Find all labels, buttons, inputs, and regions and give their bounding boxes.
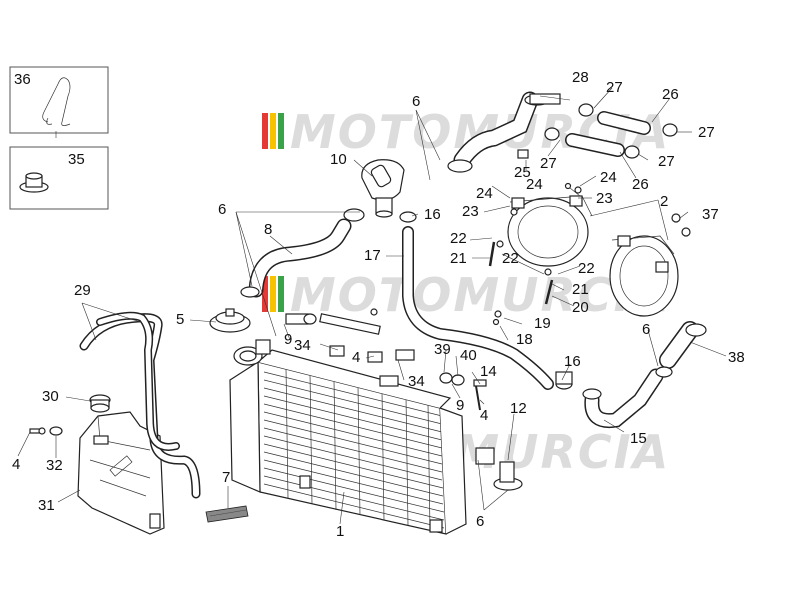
- callout-14: 14: [480, 363, 497, 380]
- callout-17: 17: [364, 247, 381, 264]
- callout-9: 9: [456, 397, 464, 414]
- callout-24: 24: [476, 185, 493, 202]
- callout-19: 19: [534, 315, 551, 332]
- hose-long: [402, 226, 554, 390]
- callout-20: 20: [572, 299, 589, 316]
- callout-34: 34: [294, 337, 311, 354]
- radiator: [229, 339, 467, 535]
- callout-numbers: 1 2 4 4 4 5 6 6 6 6 7 8 9 9 10 12 14 15 …: [12, 69, 745, 540]
- callout-1: 1: [336, 523, 344, 540]
- foam-pad: [205, 505, 249, 523]
- watermark-text: MOTOMURCIA: [290, 268, 670, 322]
- overflow-hose: [79, 311, 201, 499]
- callout-6: 6: [642, 321, 650, 338]
- lower-pipe: [582, 368, 664, 429]
- callout-4: 4: [352, 349, 360, 366]
- callout-21: 21: [450, 250, 467, 267]
- callout-22: 22: [578, 260, 595, 277]
- hose-clamp-16: [399, 211, 417, 223]
- cooling-fan-left: [507, 195, 593, 267]
- callout-40: 40: [460, 347, 477, 364]
- cooling-fan-right: [609, 235, 679, 317]
- callout-5: 5: [176, 311, 184, 328]
- callout-23: 23: [462, 203, 479, 220]
- callout-25: 25: [514, 164, 531, 181]
- callout-26: 26: [662, 86, 679, 103]
- radiator-fins: [263, 367, 445, 531]
- callout-29: 29: [74, 282, 91, 299]
- inset-box-35: 35: [9, 146, 109, 210]
- inset-box-36: 36: [9, 66, 109, 134]
- rubber-grommet: [19, 172, 49, 193]
- hose-38: [655, 321, 707, 378]
- hose-clamp-16b: [555, 371, 573, 390]
- callout-27: 27: [658, 153, 675, 170]
- callout-6: 6: [476, 513, 484, 530]
- upper-hose: [240, 208, 365, 298]
- callout-38: 38: [728, 349, 745, 366]
- callout-31: 31: [38, 497, 55, 514]
- callout-39: 39: [434, 341, 451, 358]
- callout-6: 6: [412, 93, 420, 110]
- upper-pipe: [447, 91, 561, 173]
- hose-26-lower: [565, 133, 625, 157]
- hose-fittings: [285, 308, 487, 411]
- hose-26-upper: [597, 111, 651, 135]
- fan-bolts: [488, 241, 554, 326]
- radiator-cap: [209, 308, 251, 333]
- callout-26: 26: [632, 176, 649, 193]
- callout-30: 30: [42, 388, 59, 405]
- callout-32: 32: [46, 457, 63, 474]
- callout-7: 7: [222, 469, 230, 486]
- screw-left: [29, 426, 63, 436]
- callout-21: 21: [572, 281, 589, 298]
- callout-4: 4: [480, 407, 488, 424]
- callout-27: 27: [540, 155, 557, 172]
- callout-6: 6: [218, 201, 226, 218]
- hose-clamps-27: [544, 103, 678, 159]
- callout-23: 23: [596, 190, 613, 207]
- tank-cap: [89, 394, 111, 413]
- callout-34: 34: [408, 373, 425, 390]
- callout-27: 27: [606, 79, 623, 96]
- inset-label-35: 35: [68, 151, 85, 168]
- expansion-tank: [77, 411, 165, 535]
- callout-37: 37: [702, 206, 719, 223]
- callout-22: 22: [502, 250, 519, 267]
- callout-22: 22: [450, 230, 467, 247]
- callout-28: 28: [572, 69, 589, 86]
- callout-16: 16: [564, 353, 581, 370]
- clip-spring: [42, 77, 71, 126]
- lower-mount: [475, 447, 523, 491]
- inset-label-36: 36: [14, 71, 31, 88]
- thermostat: [361, 159, 405, 218]
- callout-2: 2: [660, 193, 668, 210]
- callout-9: 9: [284, 331, 292, 348]
- callout-16: 16: [424, 206, 441, 223]
- leader-lines: [17, 87, 727, 525]
- callout-27: 27: [698, 124, 715, 141]
- callout-8: 8: [264, 221, 272, 238]
- callout-15: 15: [630, 430, 647, 447]
- watermark-middle: MOTOMURCIA: [262, 268, 670, 322]
- callout-18: 18: [516, 331, 533, 348]
- callout-24: 24: [600, 169, 617, 186]
- callout-10: 10: [330, 151, 347, 168]
- callout-4: 4: [12, 456, 20, 473]
- callout-24: 24: [526, 176, 543, 193]
- callout-12: 12: [510, 400, 527, 417]
